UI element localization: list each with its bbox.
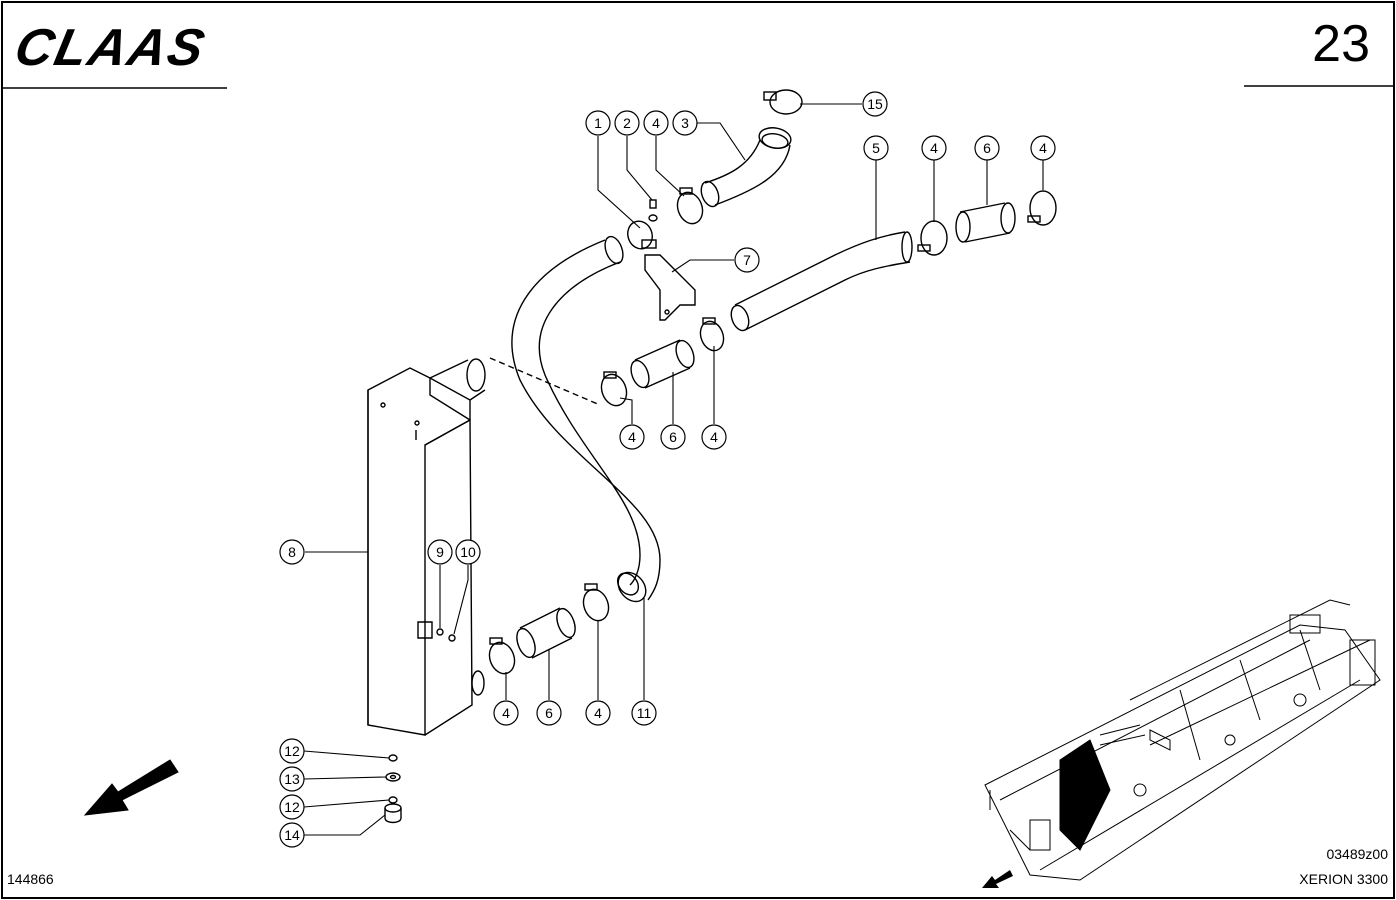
- routing-line: [489, 357, 601, 406]
- sleeve-6-bottom: [516, 607, 576, 659]
- callout-3: 3: [681, 115, 689, 131]
- callout-4: 4: [628, 429, 636, 445]
- callout-4: 4: [710, 429, 718, 445]
- callout-4: 4: [652, 115, 660, 131]
- callout-labels: 1 2 4 3 15 5 4 6 4 7 4 6 4 8 9 10 4 6 4 …: [284, 96, 1047, 843]
- clamp-4: [488, 637, 516, 675]
- callout-12: 12: [284, 743, 300, 759]
- callout-11: 11: [637, 705, 652, 721]
- model-name: XERION 3300: [1299, 871, 1388, 887]
- screw-10: [448, 634, 456, 642]
- bolt-2: [648, 199, 658, 222]
- callout-4: 4: [1039, 140, 1047, 156]
- hose-11: [511, 235, 661, 603]
- callout-7: 7: [743, 252, 751, 268]
- clamp-4: [1027, 190, 1057, 226]
- clamp-15: [763, 89, 803, 115]
- callout-circles: [279, 91, 1056, 848]
- sleeve-6-top: [955, 202, 1016, 243]
- clamp-4: [582, 583, 610, 622]
- image-code: 03489z00: [1326, 846, 1388, 862]
- callout-4: 4: [930, 140, 938, 156]
- clamp-4: [600, 371, 628, 407]
- machine-overview-icon: [984, 599, 1381, 881]
- callout-14: 14: [284, 827, 300, 843]
- sleeve-6-middle: [630, 339, 695, 389]
- callout-15: 15: [867, 96, 883, 112]
- orientation-arrow-icon: [982, 870, 1013, 888]
- callout-6: 6: [669, 429, 677, 445]
- clamp-1: [627, 220, 657, 250]
- callout-5: 5: [872, 140, 880, 156]
- direction-arrow-icon: [83, 759, 179, 816]
- callout-6: 6: [545, 705, 553, 721]
- callout-6: 6: [983, 140, 991, 156]
- elbow-hose-3: [700, 127, 792, 208]
- callout-12: 12: [284, 799, 300, 815]
- callout-1: 1: [594, 115, 602, 131]
- callout-8: 8: [288, 544, 296, 560]
- clamp-4: [676, 187, 704, 225]
- callout-13: 13: [284, 771, 300, 787]
- document-number: 144866: [7, 871, 54, 887]
- clamp-4: [917, 220, 948, 256]
- callout-2: 2: [623, 115, 631, 131]
- callout-9: 9: [436, 544, 444, 560]
- callout-4: 4: [502, 705, 510, 721]
- callout-10: 10: [460, 544, 476, 560]
- brand-logo: CLAAS: [9, 19, 212, 77]
- pipe-5: [730, 231, 913, 332]
- callout-4: 4: [594, 705, 602, 721]
- mount-stack: [384, 754, 402, 824]
- page-number: 23: [1312, 15, 1370, 73]
- parts-drawing: [367, 89, 1057, 824]
- clamp-4: [699, 317, 725, 352]
- screw-9: [436, 628, 444, 636]
- intercooler-body: [367, 358, 486, 736]
- leader-lines: [303, 103, 1044, 836]
- bracket-7: [644, 254, 696, 321]
